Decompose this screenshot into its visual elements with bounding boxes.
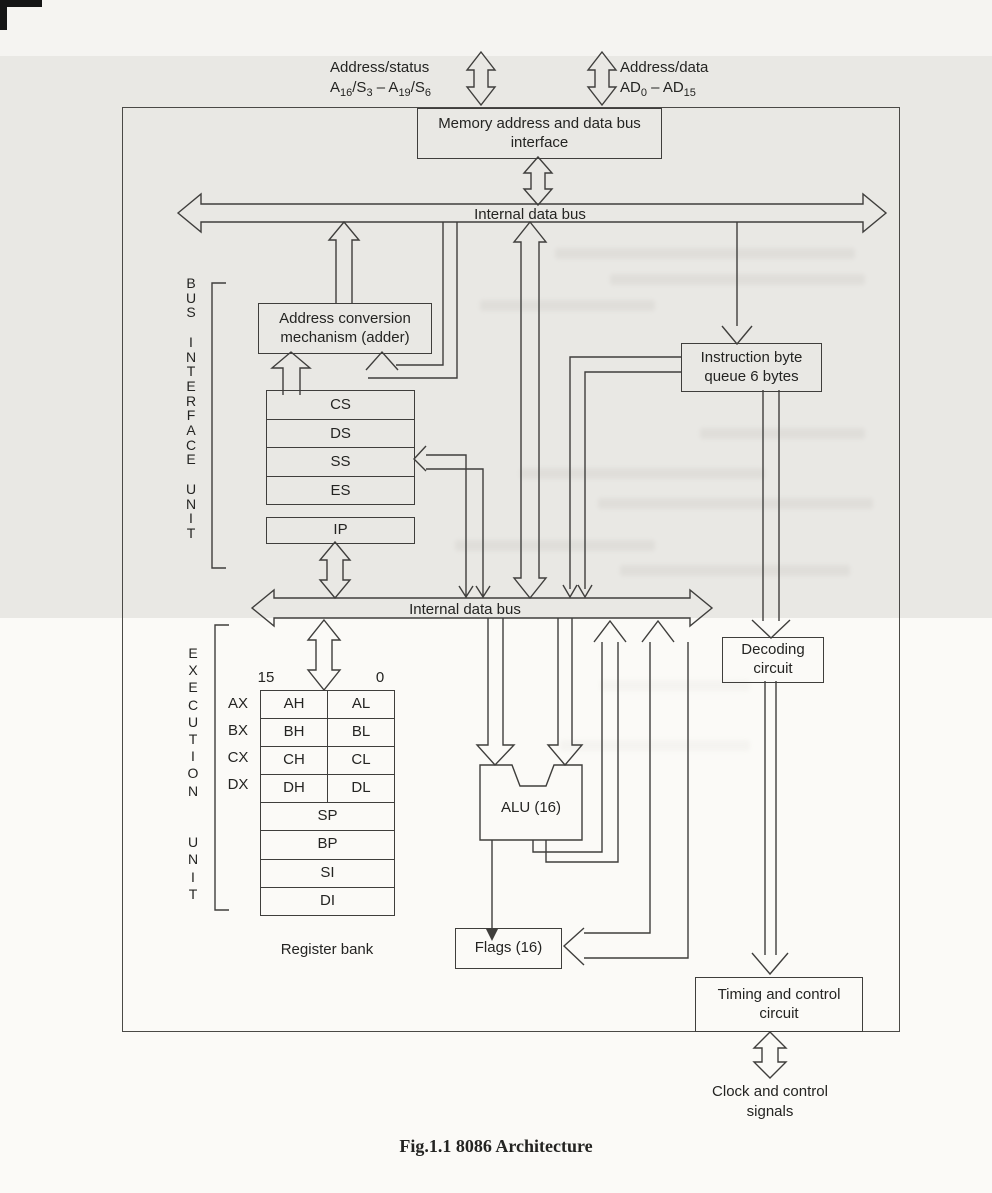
bus-interface-unit-label: B U S I N T E R F A C E U N I T [185, 275, 197, 541]
scan-artifact [620, 565, 850, 576]
eu-bracket [214, 624, 229, 911]
diagram-outer-border [122, 107, 900, 1032]
register-bank-table: AH AL BH BL CH CL DH DL SP BP SI DI [260, 690, 395, 916]
register-row-bp: BP [261, 830, 394, 858]
address-status-arrow [465, 50, 497, 107]
register-row-label-cx: CX [227, 749, 249, 766]
scan-corner-mark [0, 0, 7, 30]
register-cl: CL [327, 747, 394, 775]
instruction-queue-box: Instruction byte queue 6 bytes [681, 343, 822, 392]
register-row-bx: BH BL [261, 718, 394, 747]
figure-caption: Fig.1.1 8086 Architecture [399, 1136, 593, 1156]
address-status-line2: A16/S3 – A19/S6 [330, 78, 431, 99]
adder-label: Address conversion mechanism (adder) [279, 309, 411, 346]
decoding-circuit-label: Decoding circuit [741, 641, 805, 677]
ip-register-label: IP [333, 521, 348, 539]
register-row-di: DI [261, 886, 394, 915]
register-row-label-dx: DX [227, 776, 249, 793]
memory-interface-label: Memory address and data bus interface [438, 114, 641, 151]
alu-flags-arrowhead [486, 929, 498, 941]
address-status-label: Address/status A16/S3 – A19/S6 [330, 58, 462, 100]
queue-to-decoding-line [751, 390, 791, 639]
internal-bus-bottom-label: Internal data bus [409, 601, 521, 618]
ip-register-box: IP [266, 517, 415, 544]
segment-register-ds: DS [267, 418, 414, 448]
register-bh: BH [283, 723, 305, 741]
register-al: AL [327, 691, 394, 719]
bus-to-flags-line [562, 619, 689, 966]
scan-corner-mark [0, 0, 42, 7]
bus-to-adder-l-line [365, 222, 458, 379]
scan-artifact [600, 680, 750, 691]
register-row-sp: SP [261, 802, 394, 830]
memory-interface-box: Memory address and data bus interface [417, 108, 662, 159]
scan-artifact [700, 428, 865, 439]
internal-bus-top-shape [176, 192, 888, 234]
queue-to-bus-lines [562, 356, 681, 599]
segment-register-cs: CS [330, 396, 351, 413]
register-row-dx: DH DL [261, 774, 394, 803]
address-data-line1: Address/data [620, 59, 709, 76]
register-di: DI [320, 891, 335, 909]
execution-unit-label: E X E C U T I O N U N I T [187, 645, 199, 902]
scan-artifact [560, 740, 750, 751]
biu-bracket [211, 282, 226, 569]
segments-to-adder-arrow [270, 351, 312, 395]
register-dh: DH [283, 779, 305, 797]
address-data-label: Address/data AD0 – AD15 [620, 58, 750, 100]
flags-box: Flags (16) [455, 928, 562, 969]
scan-artifact [480, 300, 655, 311]
register-row-label-ax: AX [227, 695, 248, 712]
segment-register-es: ES [267, 475, 414, 505]
address-data-arrow [586, 50, 618, 107]
timing-control-box: Timing and control circuit [695, 977, 863, 1032]
address-status-line1: Address/status [330, 59, 430, 76]
alu-shape [479, 764, 583, 841]
register-ah: AH [283, 695, 305, 712]
clock-signals-label: Clock and control signals [712, 1083, 828, 1120]
register-dl: DL [327, 775, 394, 803]
internal-bus-bottom-shape [250, 588, 714, 628]
memory-bus-arrow [522, 155, 554, 207]
register-row-ax: AH AL [261, 691, 394, 719]
register-row-si: SI [261, 858, 394, 887]
bit-label-0: 0 [375, 669, 385, 686]
register-row-cx: CH CL [261, 746, 394, 775]
decoding-circuit-box: Decoding circuit [722, 637, 824, 683]
alu-label: ALU (16) [500, 799, 562, 816]
register-sp: SP [317, 807, 338, 825]
internal-bus-top-label: Internal data bus [474, 206, 586, 223]
bus-to-adder-arrow [327, 220, 361, 303]
register-bl: BL [327, 719, 394, 747]
register-row-label-bx: BX [227, 722, 248, 739]
segment-register-stack: CS DS SS ES [266, 390, 415, 505]
register-ch: CH [283, 751, 305, 769]
alu-to-bus-return [532, 619, 627, 863]
register-si: SI [320, 863, 335, 881]
scan-gray-band [0, 56, 992, 618]
instruction-queue-label: Instruction byte queue 6 bytes [700, 348, 803, 385]
timing-clock-arrow [752, 1031, 788, 1079]
bus-to-queue-line [721, 222, 753, 346]
register-bank-caption: Register bank [280, 941, 374, 958]
bit-label-15: 15 [257, 669, 275, 686]
scan-artifact [555, 248, 855, 259]
adder-box: Address conversion mechanism (adder) [258, 303, 432, 354]
segment-register-ss: SS [267, 447, 414, 476]
flags-label: Flags (16) [474, 939, 543, 957]
scan-artifact [455, 540, 655, 551]
timing-control-label: Timing and control circuit [717, 985, 841, 1022]
register-bp: BP [317, 835, 338, 853]
scan-artifact [598, 498, 873, 509]
address-data-line2: AD0 – AD15 [620, 78, 696, 99]
scan-white-area [0, 618, 992, 1193]
decoding-to-timing-line [751, 681, 789, 976]
scan-artifact [520, 468, 765, 479]
